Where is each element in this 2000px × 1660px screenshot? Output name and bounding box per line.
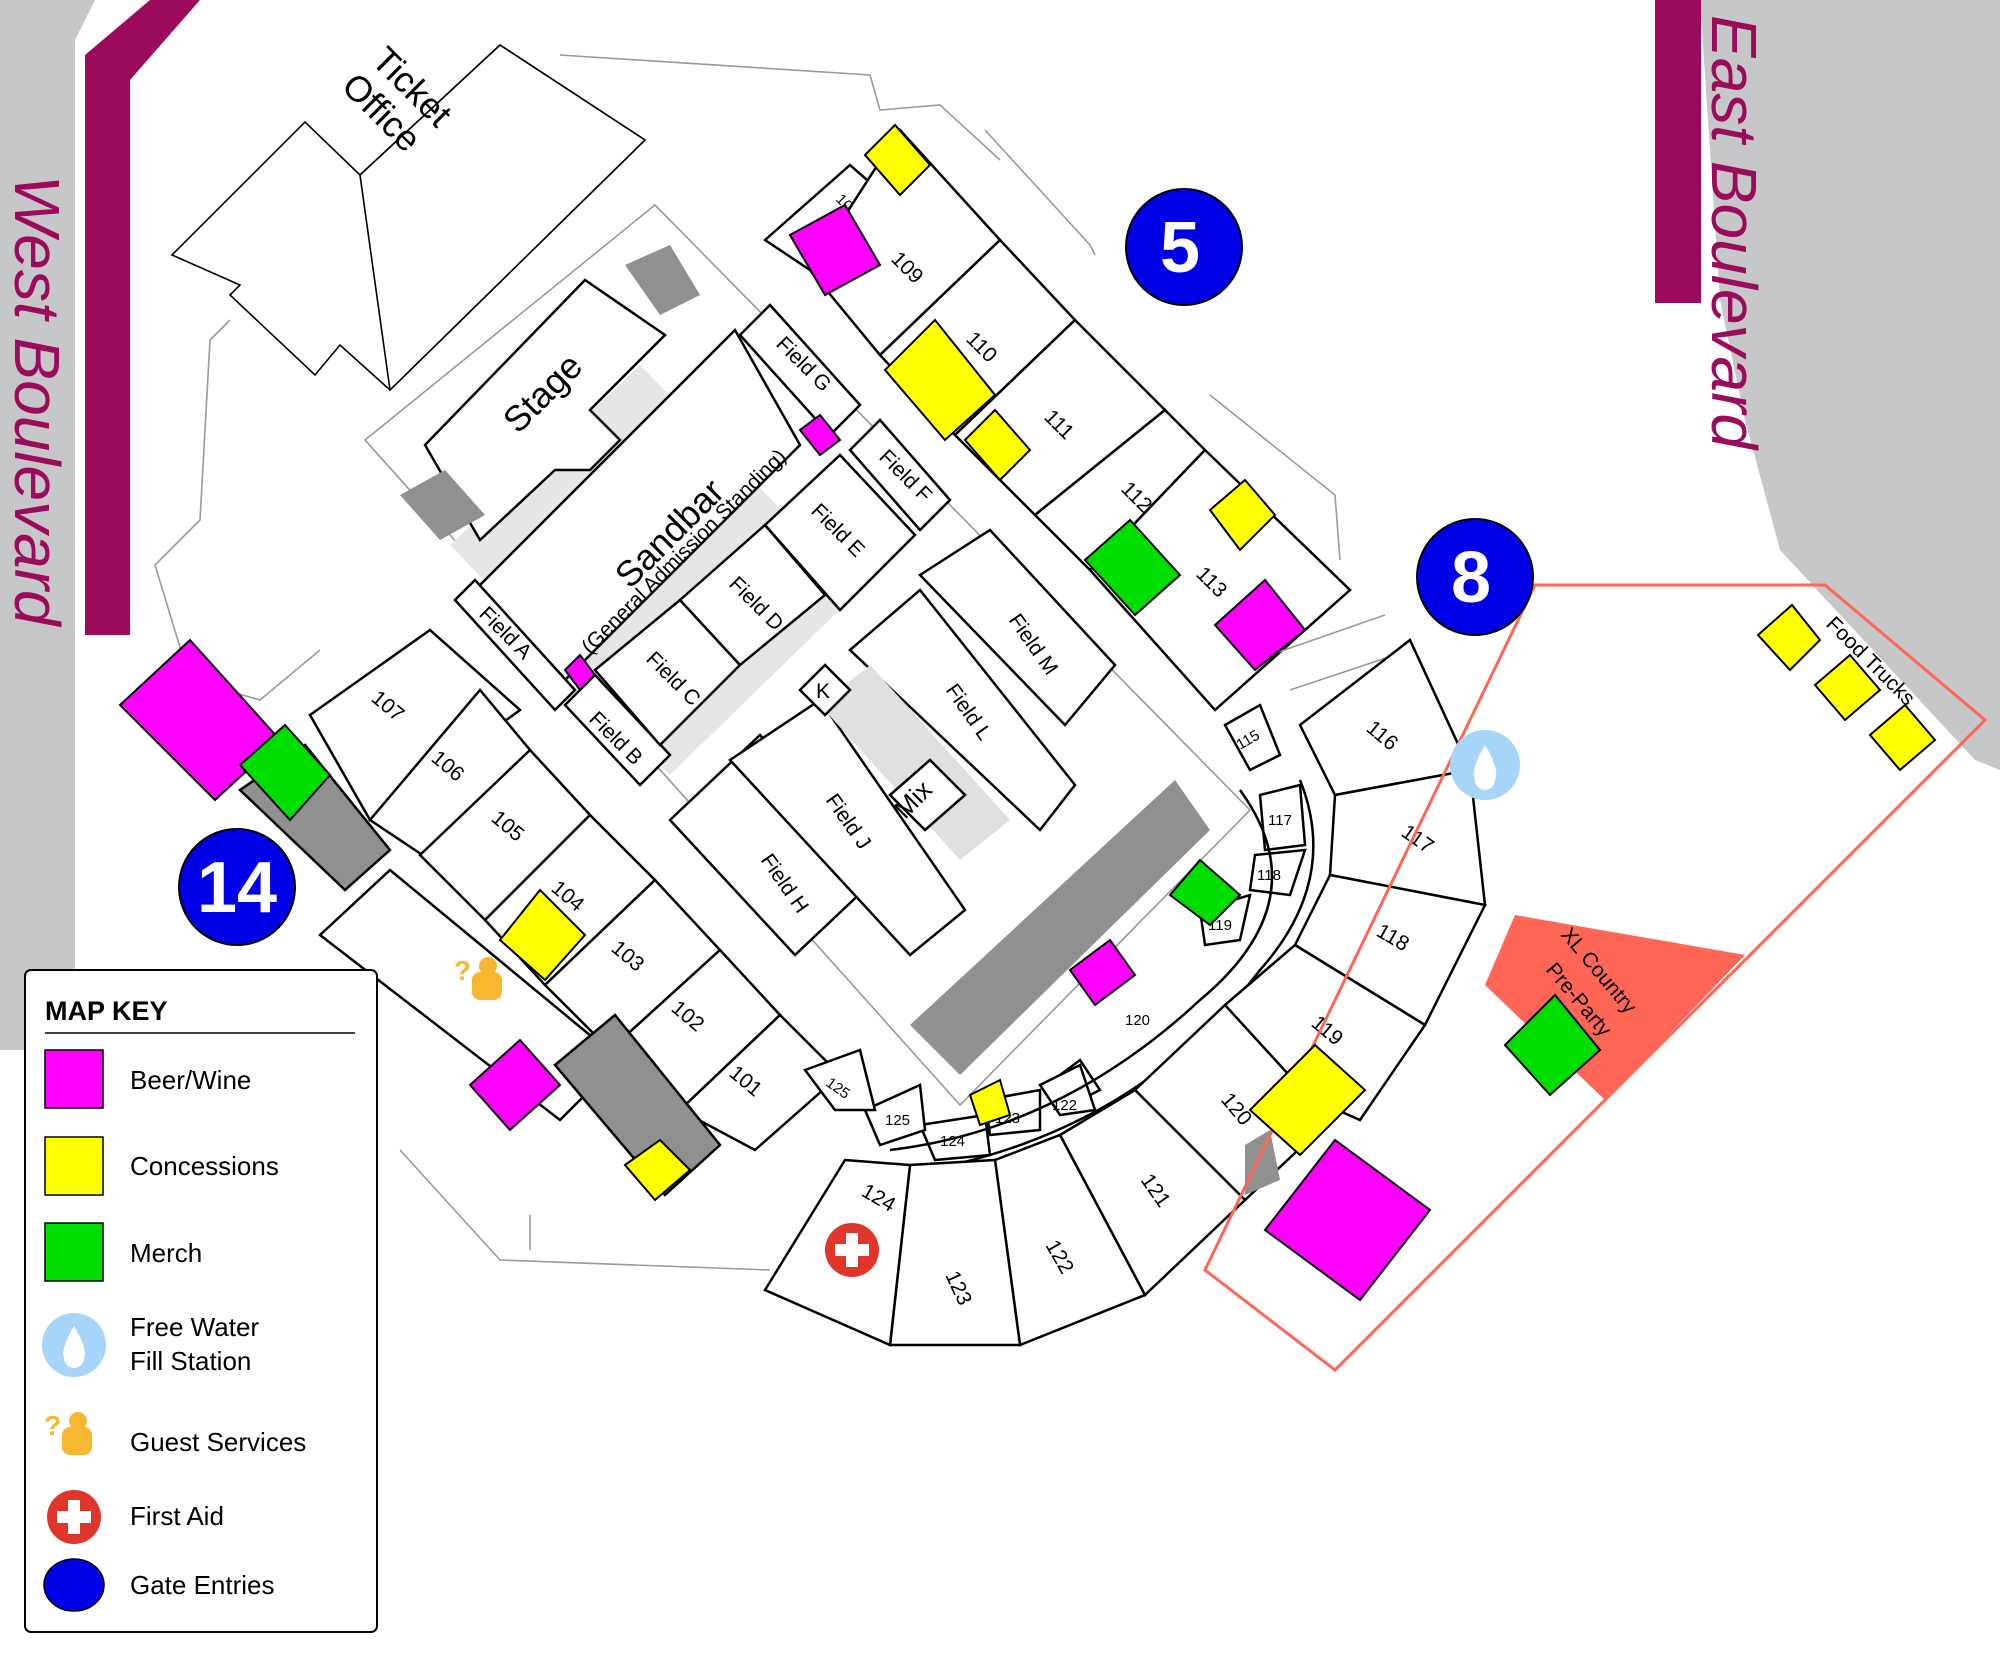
west-street-area [0, 0, 95, 960]
svg-text:?: ? [454, 955, 471, 986]
east-boulevard-road [1655, 0, 1701, 303]
svg-text:117: 117 [1268, 812, 1292, 829]
ramp-grey [1245, 1130, 1280, 1195]
stairs-mid [1269, 614, 1386, 656]
tarmac [910, 780, 1210, 1075]
svg-text:122: 122 [1052, 1097, 1077, 1114]
preparty-boundary [1203, 583, 1988, 1372]
k-box: K [798, 663, 852, 717]
inner-bowl-ring [889, 789, 1274, 1152]
svg-text:125: 125 [885, 1112, 910, 1129]
key-label-merch: Merch [130, 1238, 202, 1268]
guest-services-icon: ? [454, 955, 502, 1000]
key-gate-icon [43, 1558, 105, 1612]
key-label-first-aid: First Aid [130, 1501, 224, 1531]
field-m: Field M [918, 528, 1117, 727]
east-street-area [1700, 0, 2000, 770]
concourse-grey-2 [553, 1013, 722, 1197]
field-f: Field F [848, 418, 952, 532]
ticket-office-room [359, 43, 647, 392]
stage-wing-right [625, 245, 700, 315]
venue-outline [154, 319, 321, 701]
preparty-zone [1485, 915, 1745, 1100]
key-label-guest-services: Guest Services [130, 1427, 306, 1457]
beer-wine-swatch [44, 1049, 104, 1109]
svg-text:K: K [816, 680, 830, 703]
concessions-swatch [44, 1136, 104, 1196]
stairs-top-2 [1209, 394, 1341, 561]
svg-text:8: 8 [1451, 538, 1491, 618]
merch-markers [238, 518, 1602, 1097]
section-107 [308, 628, 522, 822]
water-drop-icon [1450, 730, 1520, 800]
field-e: Field E [763, 453, 917, 612]
key-first-aid-icon [47, 1490, 101, 1544]
gate-14: 14 [178, 828, 296, 946]
first-aid-icon [825, 1223, 879, 1277]
venue-outline-2 [559, 54, 1001, 161]
svg-text:118: 118 [1257, 867, 1281, 884]
svg-text:?: ? [44, 1410, 61, 1441]
stage-wing-left [400, 470, 485, 540]
key-guest-services-icon: ? [44, 1410, 92, 1455]
field-c: Field C [593, 598, 742, 747]
field-l: Field L [848, 588, 1077, 832]
stage-block [423, 278, 667, 542]
key-water-icon [42, 1313, 106, 1377]
map-key-title: MAP KEY [45, 996, 168, 1026]
west-boulevard-label: West Boulevard [1, 175, 73, 628]
stairs-top [984, 129, 1096, 256]
key-label-water-2: Fill Station [130, 1346, 251, 1376]
key-label-concessions: Concessions [130, 1151, 279, 1181]
merch-swatch [44, 1222, 104, 1282]
field-j: Field J [728, 698, 967, 957]
concessions-markers [498, 123, 1937, 1202]
east-boulevard-label: East Boulevard [1698, 15, 1770, 451]
key-label-gate-entries: Gate Entries [130, 1570, 275, 1600]
mix-area-bg [820, 665, 1010, 860]
gate-8: 8 [1416, 518, 1534, 636]
map-key: MAP KEY Beer/Wine Concessions Merch Free… [24, 969, 378, 1633]
key-label-beer-wine: Beer/Wine [130, 1065, 251, 1095]
venue-outline-3 [399, 1149, 771, 1271]
gate-5: 5 [1125, 188, 1243, 306]
svg-text:14: 14 [197, 848, 277, 928]
beer-wine-markers [118, 203, 1432, 1302]
svg-text:5: 5 [1160, 208, 1200, 288]
key-label-water-1: Free Water [130, 1312, 259, 1342]
field-d: Field D [678, 523, 827, 667]
west-boulevard-road [85, 0, 200, 635]
section-120-small-label: 120 [1125, 1012, 1150, 1029]
